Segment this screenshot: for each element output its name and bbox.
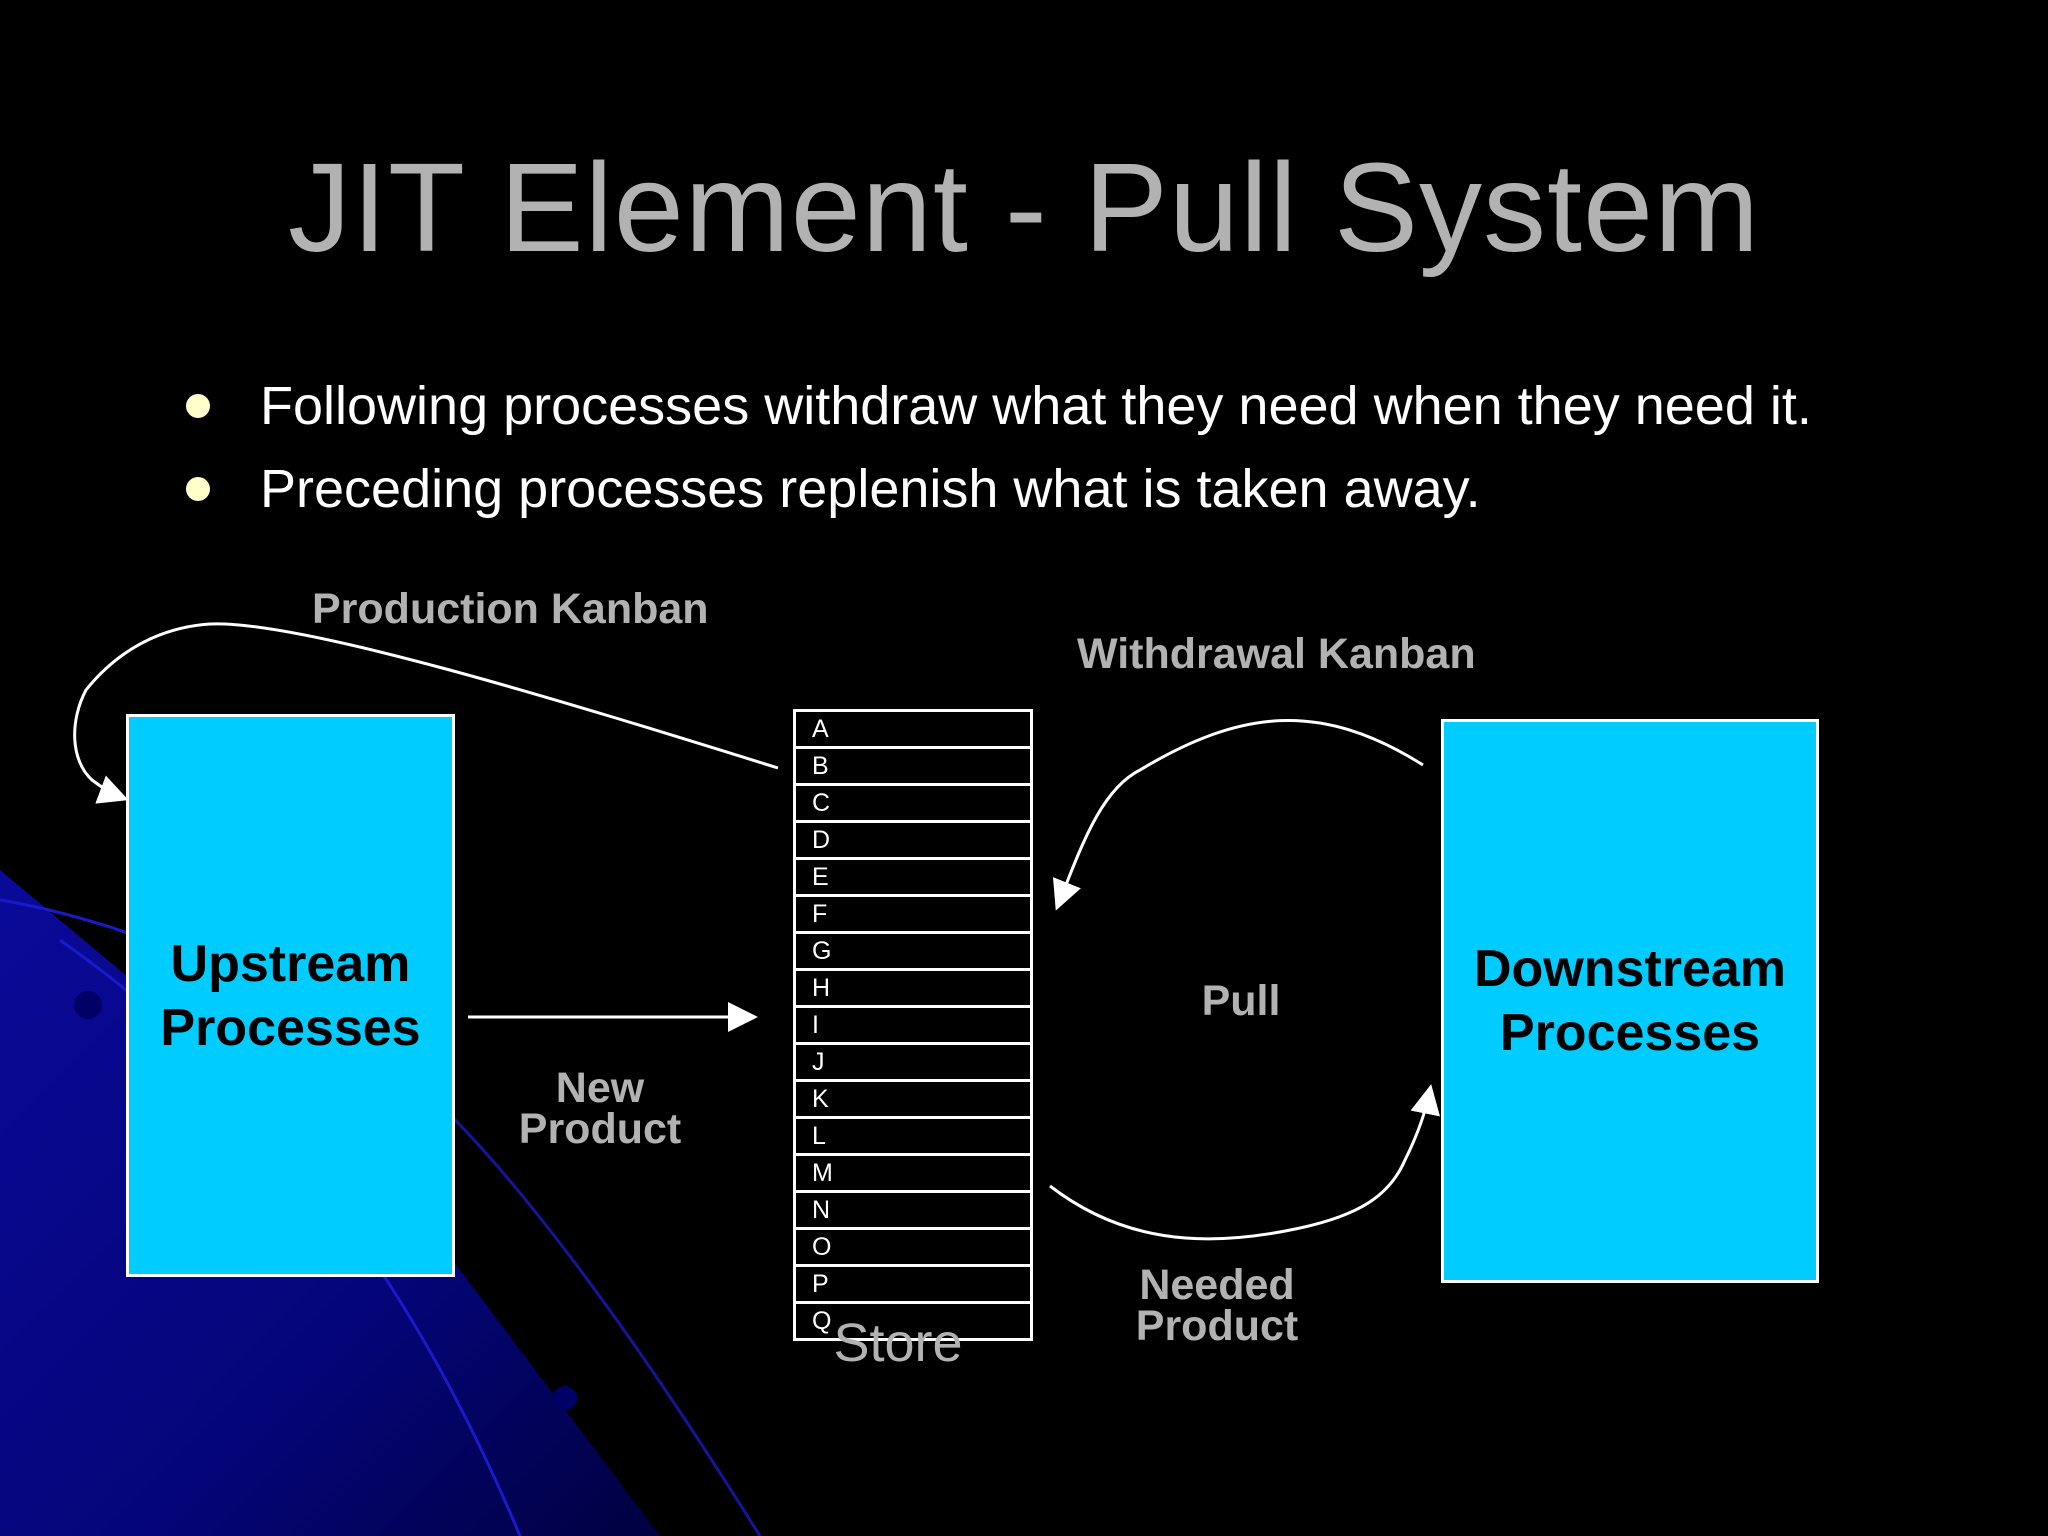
store-slot: P [796,1267,1030,1304]
new-product-line1: New [555,1064,645,1112]
store-slot: F [796,897,1030,934]
new-product-line2: Product [518,1105,682,1153]
store-slot: O [796,1230,1030,1267]
needed-product-line1: Needed [1139,1261,1295,1309]
store-label: Store [833,1313,963,1373]
needed-product-line2: Product [1135,1302,1299,1350]
downstream-label-line1: Downstream [1473,940,1787,998]
store-slot: K [796,1082,1030,1119]
needed-product-arrow [1049,1084,1440,1241]
slide-title: JIT Element - Pull System [287,137,1761,278]
store-slot: E [796,860,1030,897]
store-slot: M [796,1156,1030,1193]
store-slot: B [796,749,1030,786]
store-slot: D [796,823,1030,860]
bullet-dot-icon [186,477,210,501]
store-slot: G [796,934,1030,971]
downstream-processes-box: Downstream Processes [1441,719,1819,1283]
upstream-label-line2: Processes [160,998,421,1057]
needed-product-label: Needed Product [1117,1261,1317,1350]
bullet-item: Following processes withdraw what they n… [178,365,1812,448]
new-product-label: New Product [500,1064,700,1153]
store-slot: L [796,1119,1030,1156]
pull-arrow [1052,719,1424,911]
production-kanban-arrow [73,622,779,804]
store-slot: N [796,1193,1030,1230]
upstream-label-line1: Upstream [170,934,411,993]
store-slot: H [796,971,1030,1008]
decorative-dot [553,1386,577,1410]
store-slot: A [796,712,1030,749]
store-slot: I [796,1008,1030,1045]
production-kanban-label: Production Kanban [312,585,709,633]
store-slot: J [796,1045,1030,1082]
upstream-processes-label: Upstream Processes [160,932,420,1060]
downstream-label-line2: Processes [1499,1004,1761,1062]
pull-label: Pull [1201,977,1281,1025]
bullet-item: Preceding processes replenish what is ta… [178,448,1812,531]
upstream-processes-box: Upstream Processes [126,714,455,1277]
bullet-text: Preceding processes replenish what is ta… [260,459,1481,519]
store-slot: C [796,786,1030,823]
bullet-dot-icon [186,394,210,418]
withdrawal-kanban-label: Withdrawal Kanban [1077,630,1476,678]
downstream-processes-label: Downstream Processes [1474,937,1786,1065]
store-slot: Q [812,1307,832,1335]
bullet-text: Following processes withdraw what they n… [260,376,1812,436]
decorative-dot [74,991,102,1019]
bullet-list: Following processes withdraw what they n… [178,365,1812,531]
